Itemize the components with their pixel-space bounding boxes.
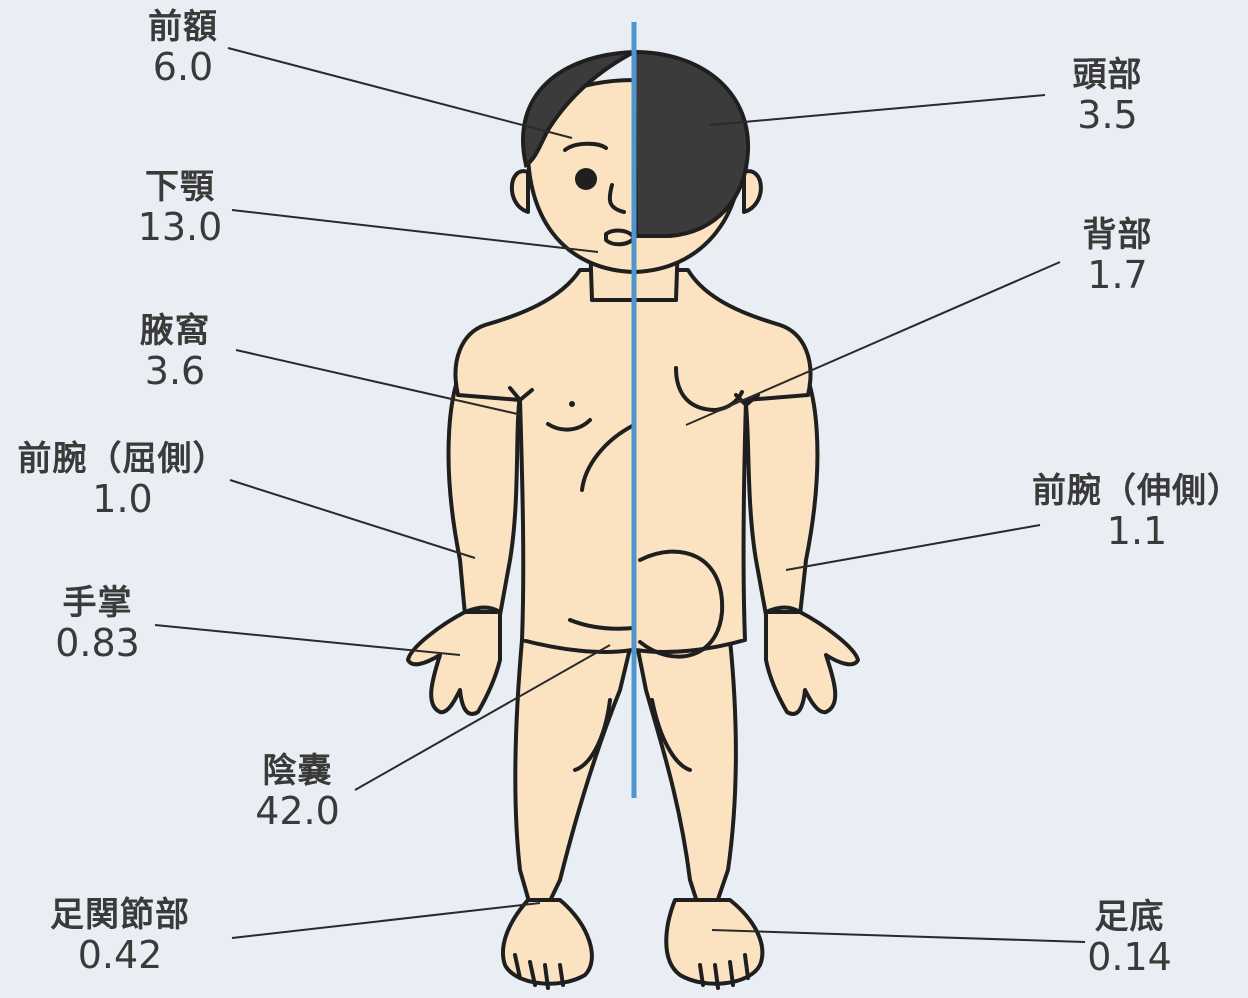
label-forearm-flexor: 前腕（屈側） 1.0 bbox=[10, 440, 235, 521]
label-name: 足関節部 bbox=[25, 896, 215, 934]
label-value: 6.0 bbox=[128, 46, 238, 89]
label-forehead: 前額 6.0 bbox=[128, 8, 238, 89]
label-sole: 足底 0.14 bbox=[1072, 898, 1187, 979]
label-name: 頭部 bbox=[1050, 56, 1165, 94]
label-name: 前額 bbox=[128, 8, 238, 46]
label-value: 3.5 bbox=[1050, 94, 1165, 137]
label-name: 下顎 bbox=[125, 168, 235, 206]
label-value: 1.0 bbox=[10, 478, 235, 521]
label-name: 腋窩 bbox=[120, 312, 230, 350]
label-value: 0.14 bbox=[1072, 936, 1187, 979]
label-jaw: 下顎 13.0 bbox=[125, 168, 235, 249]
label-name: 陰嚢 bbox=[240, 752, 355, 790]
label-value: 13.0 bbox=[125, 206, 235, 249]
label-value: 1.7 bbox=[1060, 254, 1175, 297]
label-name: 手掌 bbox=[40, 584, 155, 622]
label-value: 1.1 bbox=[1028, 510, 1246, 553]
left-ear bbox=[512, 171, 528, 212]
left-hand bbox=[408, 612, 500, 714]
eye bbox=[575, 168, 597, 190]
label-name: 前腕（屈側） bbox=[10, 440, 235, 478]
label-name: 背部 bbox=[1060, 216, 1175, 254]
right-hand bbox=[766, 612, 858, 714]
label-forearm-extensor: 前腕（伸側） 1.1 bbox=[1028, 472, 1246, 553]
label-back: 背部 1.7 bbox=[1060, 216, 1175, 297]
label-ankle: 足関節部 0.42 bbox=[25, 896, 215, 977]
label-axilla: 腋窩 3.6 bbox=[120, 312, 230, 393]
right-leg bbox=[636, 640, 736, 905]
label-value: 42.0 bbox=[240, 790, 355, 833]
label-scrotum: 陰嚢 42.0 bbox=[240, 752, 355, 833]
label-palm: 手掌 0.83 bbox=[40, 584, 155, 665]
right-ear bbox=[744, 171, 761, 212]
label-value: 3.6 bbox=[120, 350, 230, 393]
label-head: 頭部 3.5 bbox=[1050, 56, 1165, 137]
label-name: 前腕（伸側） bbox=[1028, 472, 1246, 510]
label-name: 足底 bbox=[1072, 898, 1187, 936]
left-leg bbox=[515, 640, 632, 905]
label-value: 0.83 bbox=[40, 622, 155, 665]
label-value: 0.42 bbox=[25, 934, 215, 977]
